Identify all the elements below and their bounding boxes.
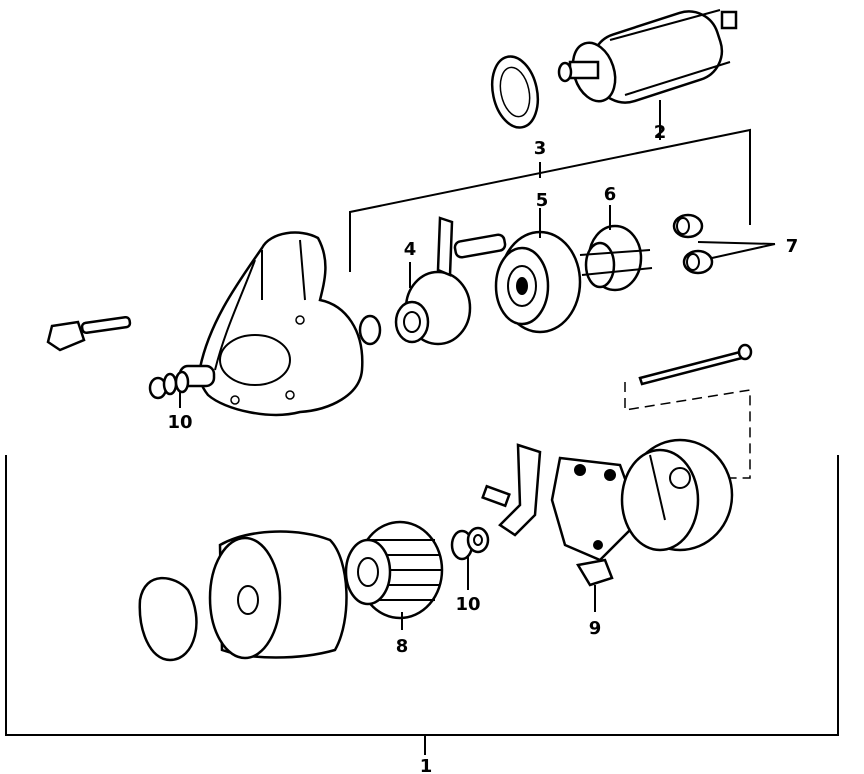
callout-10-lower: 10 xyxy=(455,594,480,615)
gasket-ring xyxy=(490,55,540,129)
mounting-bolt xyxy=(46,315,132,352)
callout-5: 5 xyxy=(536,190,549,211)
callout-9: 9 xyxy=(589,618,602,639)
commutator-end-frame xyxy=(620,438,734,552)
planetary-gear xyxy=(494,208,582,334)
callout-6: 6 xyxy=(604,184,617,205)
callout-1: 1 xyxy=(420,756,433,774)
yoke-housing xyxy=(138,530,348,662)
callout-8: 8 xyxy=(396,636,409,657)
callout-4: 4 xyxy=(404,239,417,260)
pinion-gear xyxy=(394,216,507,346)
overrunning-clutch xyxy=(579,205,653,292)
leader-bracket-upper xyxy=(349,100,751,272)
washer-set-upper xyxy=(148,370,190,408)
brush-holder xyxy=(481,443,642,612)
callout-2: 2 xyxy=(654,122,667,143)
callout-3: 3 xyxy=(534,138,547,159)
planetary-pinions xyxy=(672,213,776,275)
through-bolt xyxy=(624,343,753,479)
armature xyxy=(344,520,474,630)
washer-set-lower xyxy=(466,526,490,590)
leader-bracket-lower xyxy=(5,455,839,755)
drive-housing xyxy=(178,231,382,416)
solenoid xyxy=(557,9,738,104)
callout-10-upper: 10 xyxy=(167,412,192,433)
callout-7: 7 xyxy=(786,236,799,257)
